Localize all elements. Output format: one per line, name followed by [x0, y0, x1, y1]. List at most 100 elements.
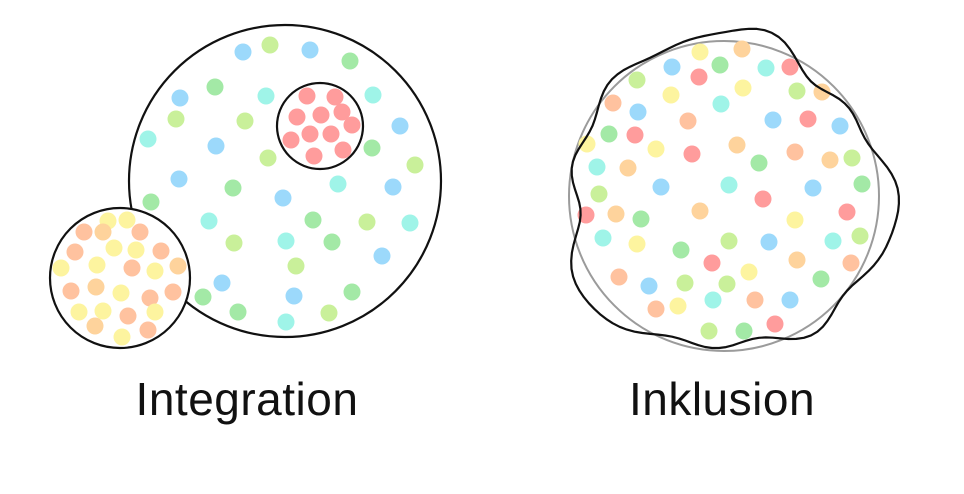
integration-illustration [48, 23, 443, 350]
integration-member-dot [304, 211, 322, 229]
integration-member-dot [225, 234, 243, 252]
inclusion-member-dot [640, 277, 658, 295]
inclusion-member-dot [672, 241, 690, 259]
integration-subgroup-dot [305, 147, 323, 165]
integration-member-dot [142, 193, 160, 211]
inclusion-irregular-outline [570, 27, 900, 350]
integration-member-dot [229, 303, 247, 321]
inclusion-member-dot [700, 322, 718, 340]
inclusion-member-dot [812, 270, 830, 288]
integration-outside-dot [119, 307, 137, 325]
inclusion-member-dot [838, 203, 856, 221]
integration-member-dot [170, 170, 188, 188]
integration-main-circle [127, 23, 443, 339]
inclusion-member-dot [662, 86, 680, 104]
inclusion-reference-circle [568, 40, 880, 352]
inclusion-member-dot [607, 205, 625, 223]
inclusion-member-dot [647, 300, 665, 318]
integration-outside-dot [52, 259, 70, 277]
inclusion-member-dot [676, 274, 694, 292]
inclusion-member-dot [588, 158, 606, 176]
inclusion-member-dot [652, 178, 670, 196]
integration-outside-dot [94, 302, 112, 320]
integration-outside-dot [123, 259, 141, 277]
integration-outside-dot [141, 289, 159, 307]
inclusion-member-dot [669, 297, 687, 315]
integration-member-dot [236, 112, 254, 130]
integration-member-dot [207, 137, 225, 155]
inclusion-member-dot [720, 176, 738, 194]
inclusion-member-dot [786, 143, 804, 161]
integration-outside-dot [146, 303, 164, 321]
inclusion-member-dot [760, 233, 778, 251]
integration-member-dot [406, 156, 424, 174]
integration-subgroup-dot [333, 103, 351, 121]
integration-member-dot [364, 86, 382, 104]
inclusion-member-dot [842, 254, 860, 272]
integration-member-dot [259, 149, 277, 167]
inclusion-member-dot [781, 291, 799, 309]
integration-subgroup-dot [343, 116, 361, 134]
integration-member-dot [261, 36, 279, 54]
inclusion-member-dot [831, 117, 849, 135]
integration-member-dot [171, 89, 189, 107]
integration-member-dot [343, 283, 361, 301]
integration-member-dot [200, 212, 218, 230]
inclusion-member-dot [735, 322, 753, 340]
inclusion-group-dots [577, 40, 871, 340]
integration-member-dot [320, 304, 338, 322]
inclusion-member-dot [690, 68, 708, 86]
inclusion-member-dot [578, 135, 596, 153]
integration-member-dot [323, 233, 341, 251]
integration-main-group-dots [139, 36, 424, 331]
inclusion-member-dot [683, 145, 701, 163]
integration-outside-dot [152, 242, 170, 260]
inclusion-member-dot [754, 190, 772, 208]
integration-outside-dot [94, 223, 112, 241]
inclusion-member-dot [711, 56, 729, 74]
inclusion-member-dot [594, 229, 612, 247]
inclusion-member-dot [766, 315, 784, 333]
inclusion-member-dot [610, 268, 628, 286]
integration-member-dot [401, 214, 419, 232]
inclusion-member-dot [733, 40, 751, 58]
integration-outside-dot [146, 262, 164, 280]
integration-label: Integration [135, 373, 359, 425]
inclusion-member-dot [788, 251, 806, 269]
integration-member-dot [363, 139, 381, 157]
integration-outside-dot [87, 278, 105, 296]
integration-member-dot [329, 175, 347, 193]
inclusion-member-dot [629, 103, 647, 121]
integration-subgroup-dot [298, 87, 316, 105]
inclusion-member-dot [740, 263, 758, 281]
integration-member-dot [206, 78, 224, 96]
integration-member-dot [234, 43, 252, 61]
integration-member-dot [224, 179, 242, 197]
inclusion-member-dot [750, 154, 768, 172]
integration-outside-dot [131, 223, 149, 241]
integration-member-dot [213, 274, 231, 292]
integration-outside-dot [86, 317, 104, 335]
inclusion-member-dot [663, 58, 681, 76]
integration-outside-dot [70, 303, 88, 321]
inclusion-member-dot [626, 126, 644, 144]
integration-member-dot [167, 110, 185, 128]
inclusion-member-dot [853, 175, 871, 193]
inclusion-member-dot [647, 140, 665, 158]
integration-subgroup-dot [282, 131, 300, 149]
inclusion-member-dot [718, 275, 736, 293]
integration-outside-dot [88, 256, 106, 274]
inclusion-member-dot [712, 95, 730, 113]
inclusion-member-dot [804, 179, 822, 197]
integration-outside-group-dots [52, 211, 187, 346]
integration-member-dot [274, 189, 292, 207]
integration-member-dot [373, 247, 391, 265]
integration-member-dot [285, 287, 303, 305]
integration-subgroup-dot [322, 125, 340, 143]
inclusion-member-dot [720, 232, 738, 250]
integration-member-dot [301, 41, 319, 59]
integration-subgroup-dot [334, 141, 352, 159]
inclusion-member-dot [691, 43, 709, 61]
integration-member-dot [194, 288, 212, 306]
inclusion-member-dot [788, 82, 806, 100]
